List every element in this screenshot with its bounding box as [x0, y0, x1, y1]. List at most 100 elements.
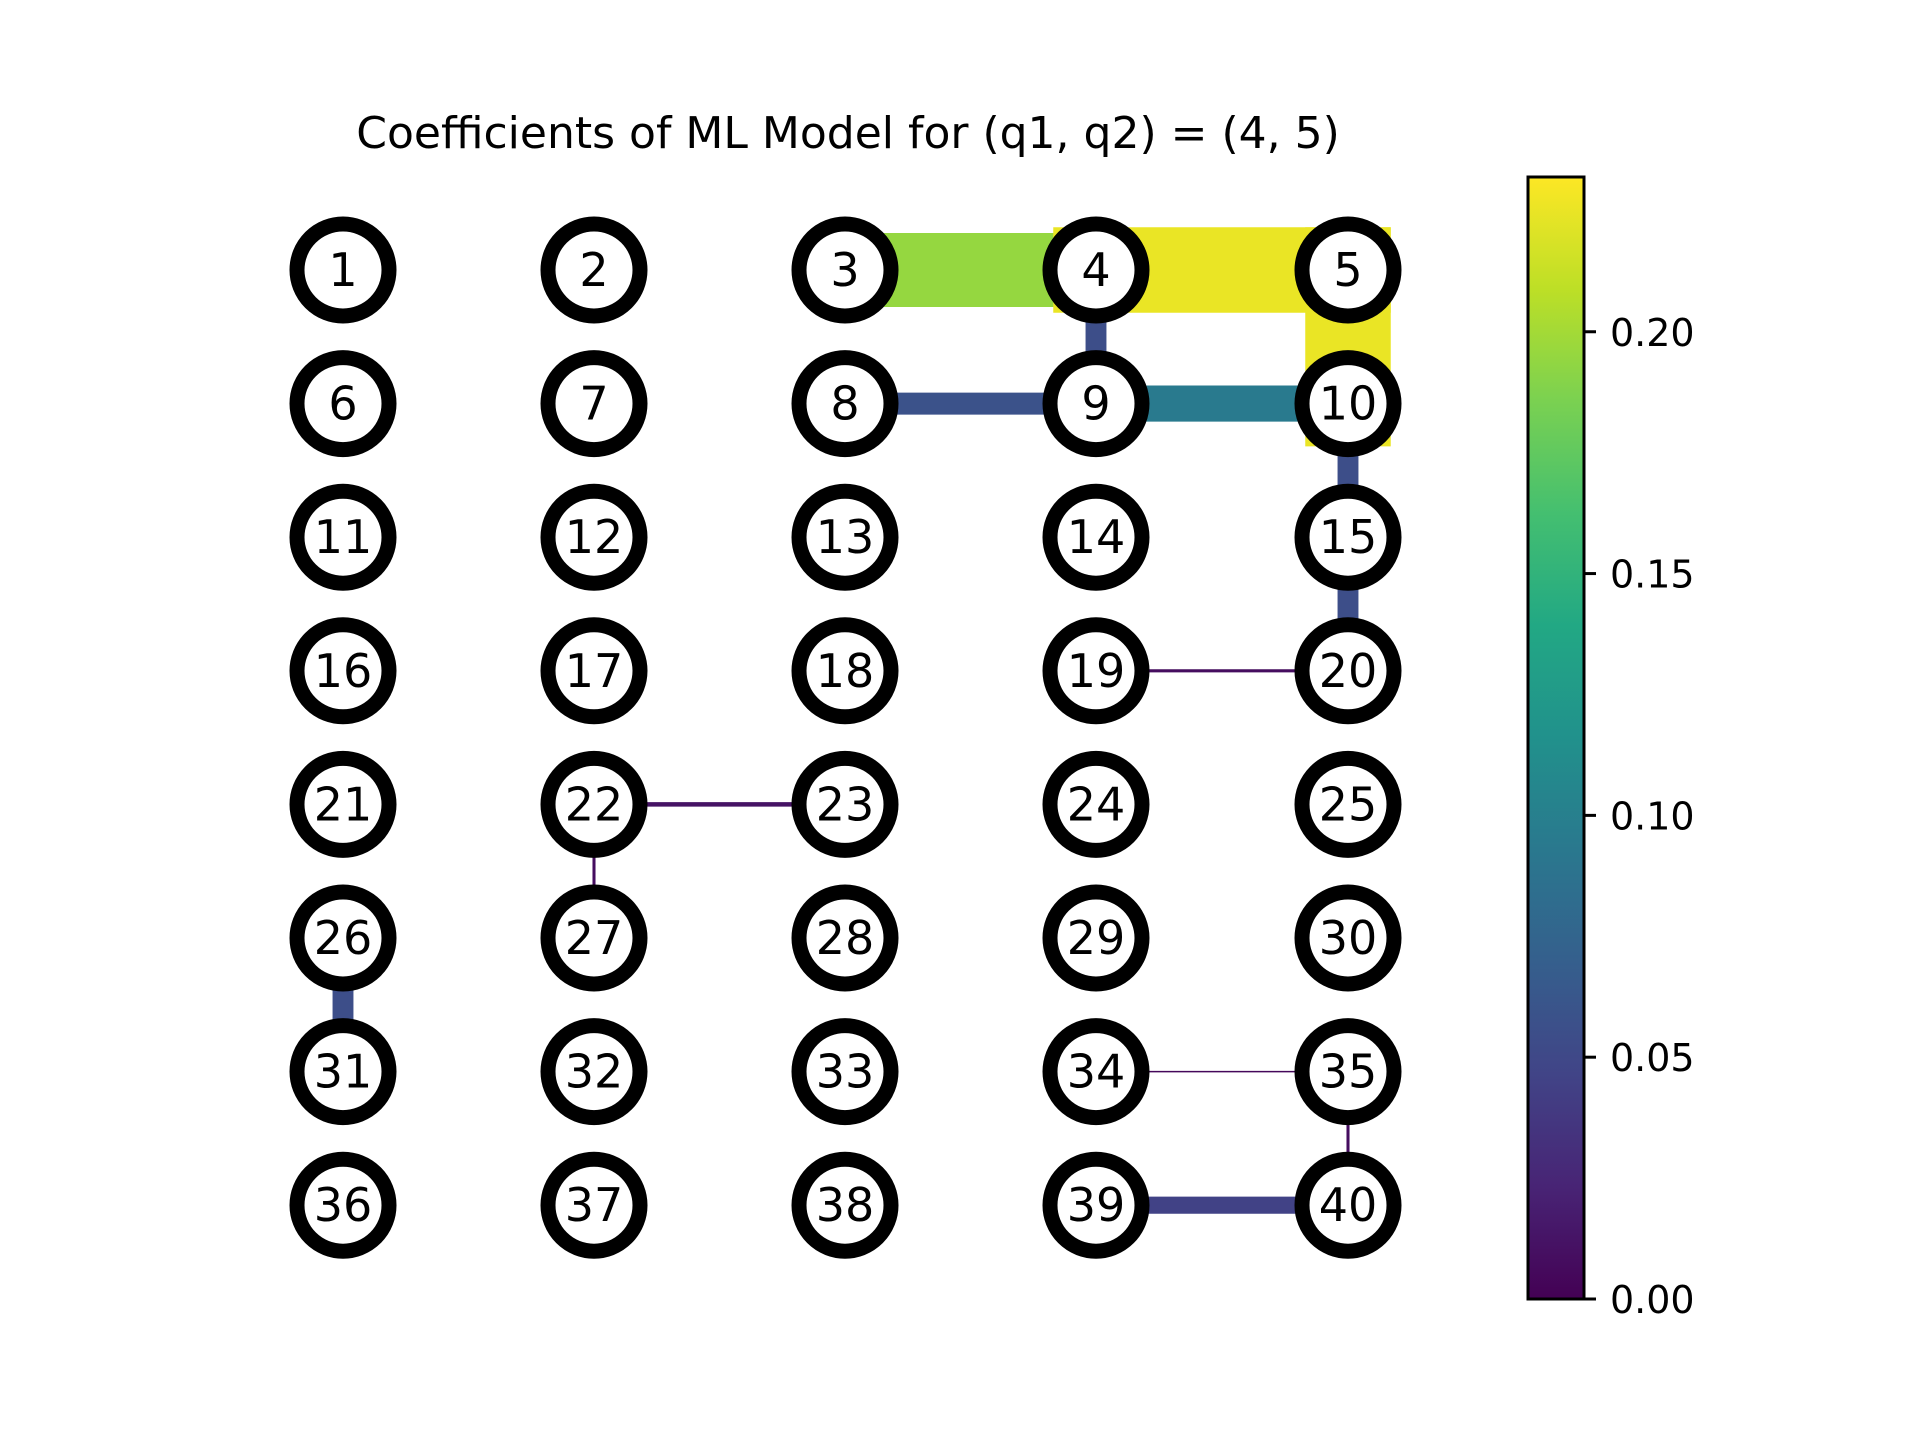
- node-circle: [289, 350, 397, 458]
- node-15: 15: [1294, 483, 1402, 591]
- colorbar-tick-label: 0.10: [1610, 794, 1695, 838]
- node-circle: [791, 617, 899, 725]
- node-8: 8: [791, 350, 899, 458]
- colorbar: 0.000.050.100.150.20: [1526, 175, 1695, 1322]
- node-circle: [289, 884, 397, 992]
- node-circle: [289, 750, 397, 858]
- node-circle: [791, 1151, 899, 1259]
- node-label: 32: [565, 1045, 624, 1099]
- node-30: 30: [1294, 884, 1402, 992]
- node-circle: [540, 617, 648, 725]
- node-label: 1: [328, 243, 357, 297]
- node-circle: [540, 1151, 648, 1259]
- node-label: 17: [565, 644, 624, 698]
- colorbar-ticks: 0.000.050.100.150.20: [1584, 311, 1695, 1322]
- node-circle: [289, 216, 397, 324]
- node-label: 8: [830, 377, 859, 431]
- node-label: 6: [328, 377, 357, 431]
- node-circle: [540, 884, 648, 992]
- node-14: 14: [1042, 483, 1150, 591]
- node-label: 13: [816, 510, 875, 564]
- node-label: 2: [579, 243, 608, 297]
- node-label: 21: [314, 777, 373, 831]
- node-circle: [289, 1018, 397, 1126]
- node-1: 1: [289, 216, 397, 324]
- node-label: 34: [1067, 1045, 1126, 1099]
- node-label: 29: [1067, 911, 1126, 965]
- colorbar-tick-label: 0.20: [1610, 311, 1695, 355]
- node-2: 2: [540, 216, 648, 324]
- node-circle: [540, 483, 648, 591]
- colorbar-tick-label: 0.05: [1610, 1036, 1695, 1080]
- node-label: 9: [1081, 377, 1110, 431]
- node-circle: [289, 483, 397, 591]
- node-34: 34: [1042, 1018, 1150, 1126]
- node-circle: [1042, 1151, 1150, 1259]
- node-label: 12: [565, 510, 624, 564]
- node-9: 9: [1042, 350, 1150, 458]
- node-label: 3: [830, 243, 859, 297]
- node-38: 38: [791, 1151, 899, 1259]
- node-39: 39: [1042, 1151, 1150, 1259]
- node-label: 31: [314, 1045, 373, 1099]
- node-label: 40: [1319, 1178, 1378, 1232]
- node-circle: [540, 350, 648, 458]
- node-circle: [1294, 617, 1402, 725]
- node-label: 27: [565, 911, 624, 965]
- colorbar-tick-label: 0.15: [1610, 553, 1695, 597]
- node-label: 22: [565, 777, 624, 831]
- node-circle: [1042, 216, 1150, 324]
- node-31: 31: [289, 1018, 397, 1126]
- node-label: 35: [1319, 1045, 1378, 1099]
- node-label: 24: [1067, 777, 1126, 831]
- node-4: 4: [1042, 216, 1150, 324]
- node-label: 14: [1067, 510, 1126, 564]
- node-37: 37: [540, 1151, 648, 1259]
- node-label: 37: [565, 1178, 624, 1232]
- node-17: 17: [540, 617, 648, 725]
- node-10: 10: [1294, 350, 1402, 458]
- node-19: 19: [1042, 617, 1150, 725]
- node-label: 39: [1067, 1178, 1126, 1232]
- node-circle: [1294, 216, 1402, 324]
- node-label: 36: [314, 1178, 373, 1232]
- node-label: 33: [816, 1045, 875, 1099]
- node-circle: [1294, 750, 1402, 858]
- node-circle: [540, 1018, 648, 1126]
- node-circle: [1042, 483, 1150, 591]
- node-label: 16: [314, 644, 373, 698]
- node-label: 4: [1081, 243, 1110, 297]
- node-36: 36: [289, 1151, 397, 1259]
- node-label: 15: [1319, 510, 1378, 564]
- node-circle: [1294, 1151, 1402, 1259]
- node-circle: [1042, 1018, 1150, 1126]
- colorbar-gradient: [1526, 175, 1586, 1301]
- node-11: 11: [289, 483, 397, 591]
- node-label: 18: [816, 644, 875, 698]
- node-24: 24: [1042, 750, 1150, 858]
- node-35: 35: [1294, 1018, 1402, 1126]
- node-circle: [289, 1151, 397, 1259]
- chart-title: Coefficients of ML Model for (q1, q2) = …: [356, 108, 1340, 159]
- node-label: 20: [1319, 644, 1378, 698]
- node-label: 10: [1319, 377, 1378, 431]
- node-circle: [540, 750, 648, 858]
- node-13: 13: [791, 483, 899, 591]
- node-label: 23: [816, 777, 875, 831]
- node-18: 18: [791, 617, 899, 725]
- node-32: 32: [540, 1018, 648, 1126]
- node-28: 28: [791, 884, 899, 992]
- node-40: 40: [1294, 1151, 1402, 1259]
- node-circle: [791, 483, 899, 591]
- node-6: 6: [289, 350, 397, 458]
- node-circle: [540, 216, 648, 324]
- node-circle: [1294, 884, 1402, 992]
- node-circle: [791, 1018, 899, 1126]
- node-label: 5: [1333, 243, 1362, 297]
- node-label: 30: [1319, 911, 1378, 965]
- node-label: 25: [1319, 777, 1378, 831]
- node-label: 28: [816, 911, 875, 965]
- node-16: 16: [289, 617, 397, 725]
